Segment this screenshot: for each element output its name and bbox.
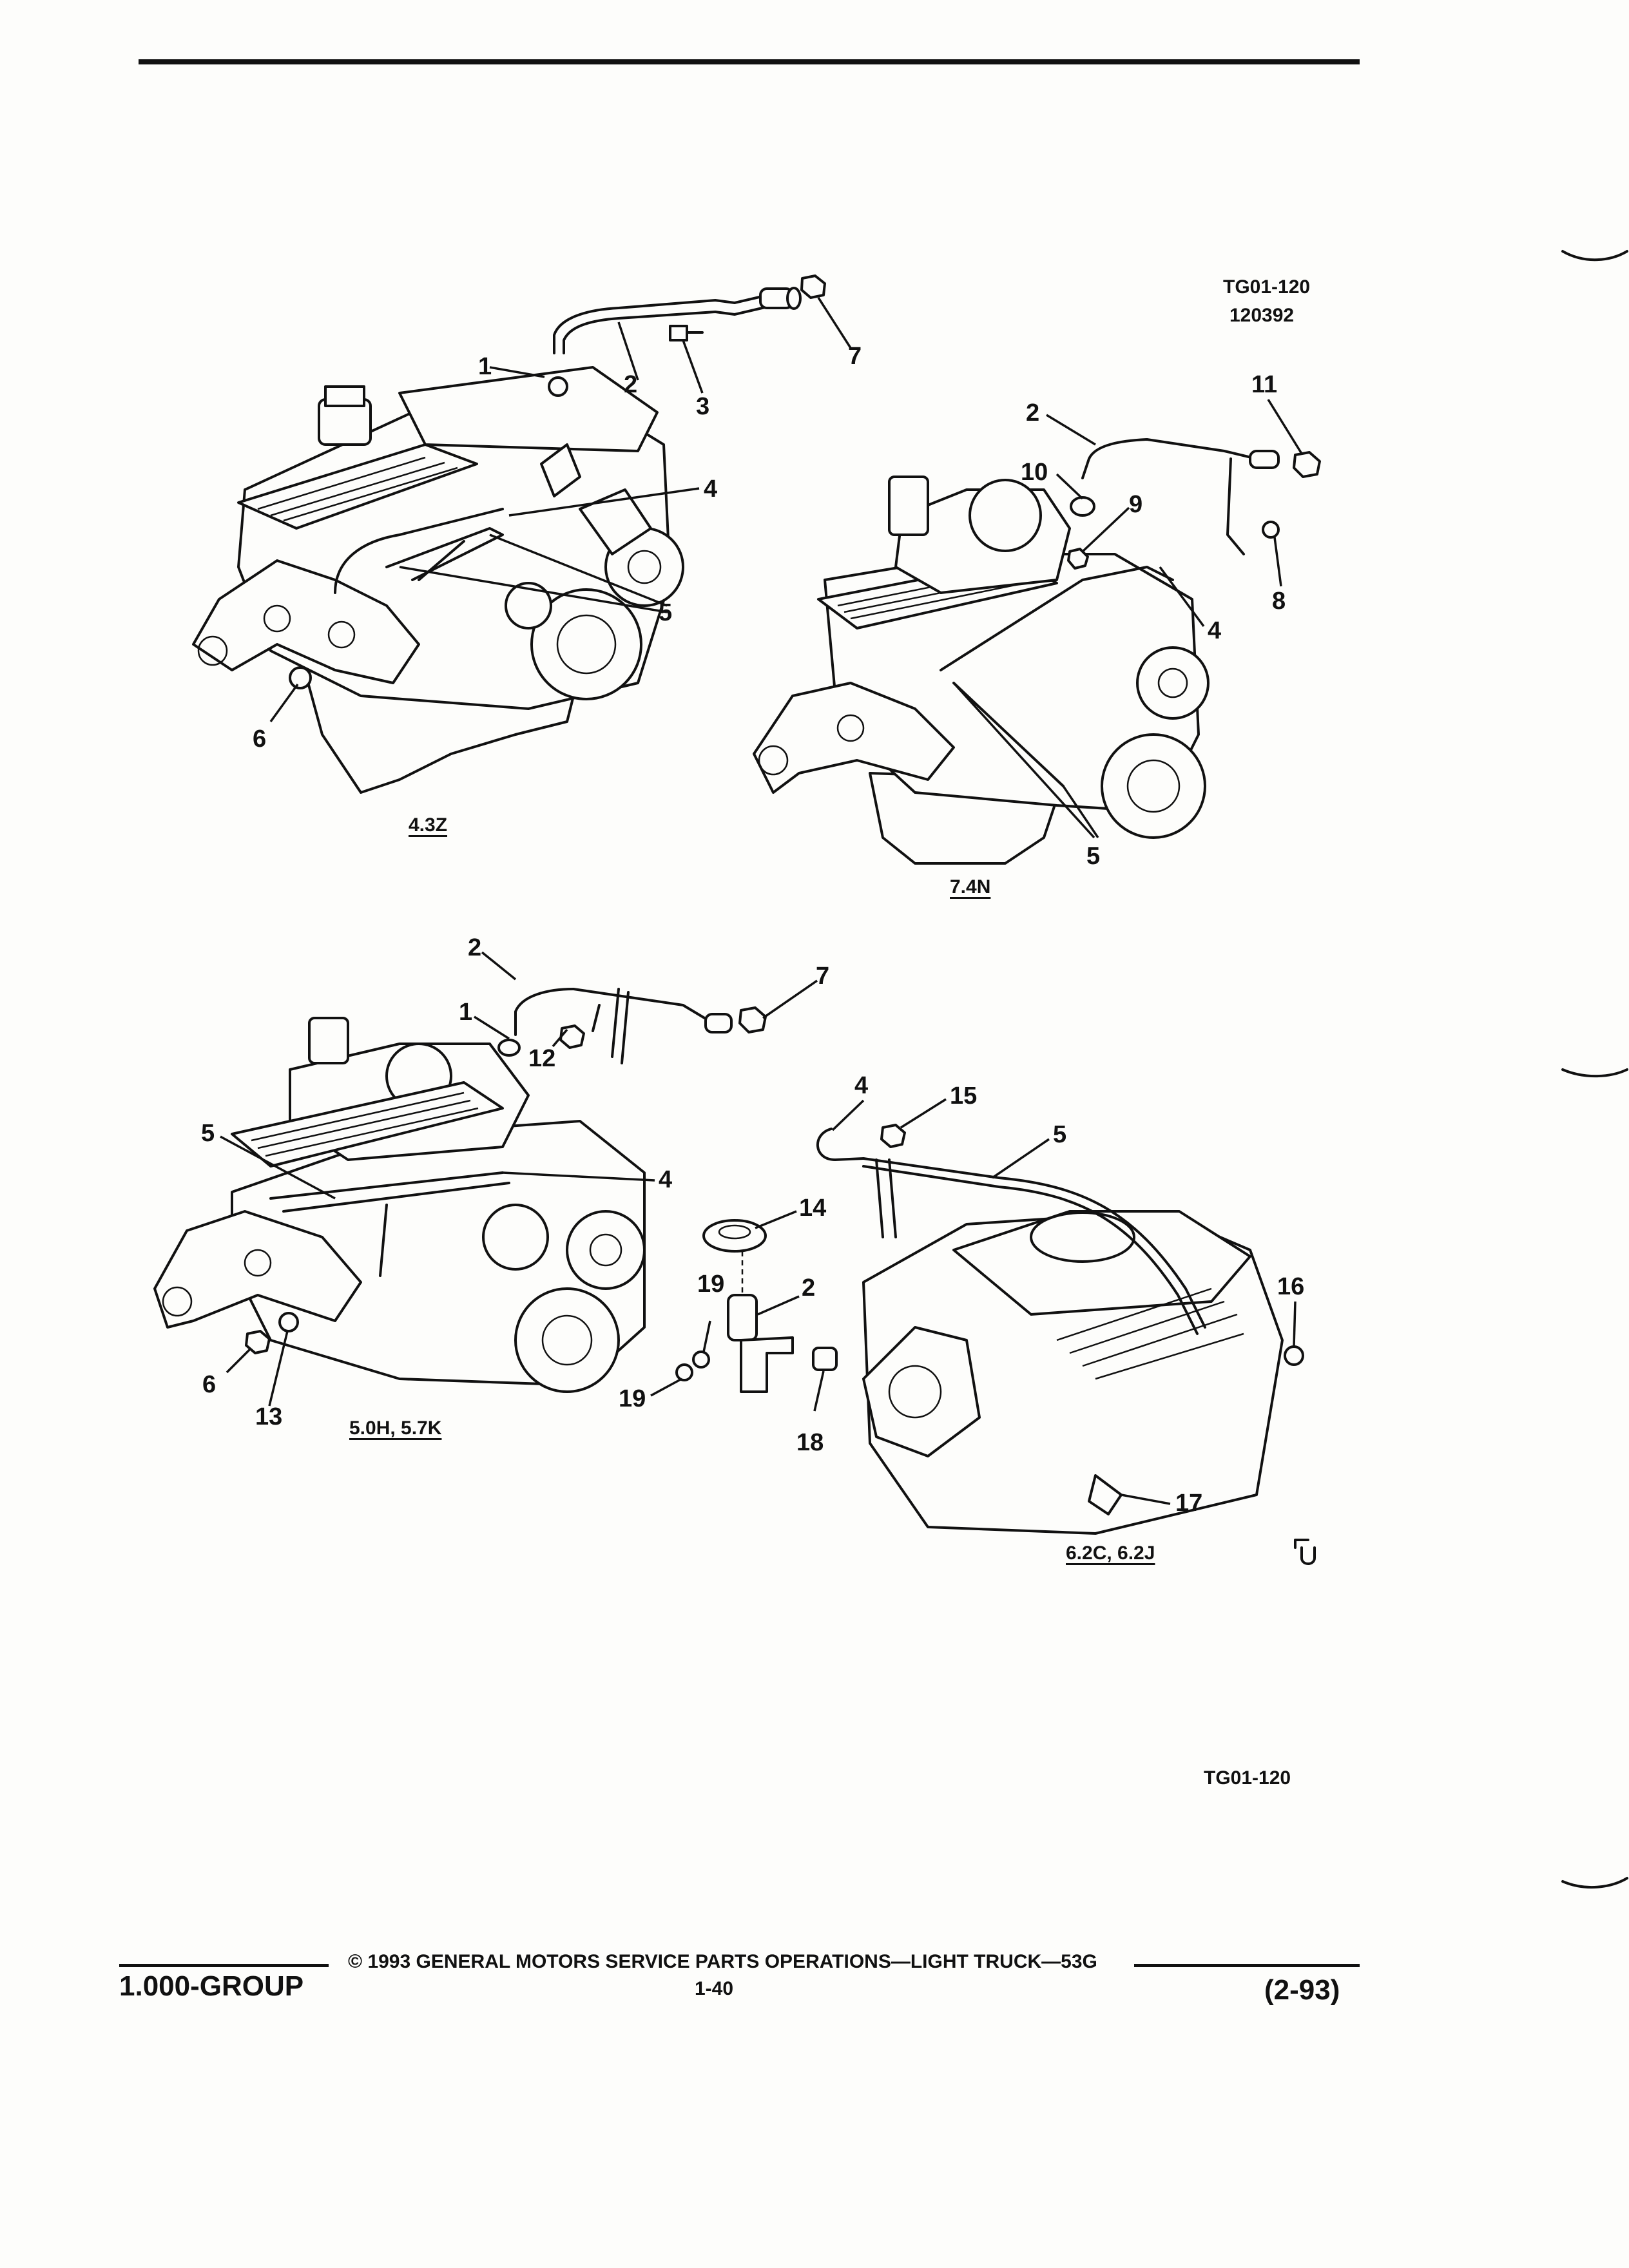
callout-label: 2 xyxy=(468,934,482,961)
callout-label: 6 xyxy=(202,1371,217,1398)
callout-label: 5 xyxy=(1086,843,1101,870)
footer-group: 1.000-GROUP xyxy=(119,1970,304,2002)
callout-label: 8 xyxy=(1272,588,1286,615)
engine-4-3z-drawing xyxy=(192,274,852,794)
view-caption-7-4n: 7.4N xyxy=(950,876,991,898)
callout-label: 4 xyxy=(854,1072,869,1099)
footer-rule-left xyxy=(119,1964,329,1967)
callout-label: 11 xyxy=(1251,371,1278,398)
callout-label: 3 xyxy=(696,393,710,420)
engine-6-2c-6-2j-drawing xyxy=(650,1098,1304,1535)
callout-label: 5 xyxy=(201,1120,215,1147)
callout-label: 6 xyxy=(253,726,267,753)
callout-label: 5 xyxy=(1053,1121,1067,1148)
view-caption-4-3z: 4.3Z xyxy=(409,814,448,836)
figure-code: TG01-120 xyxy=(1223,276,1311,298)
callout-label: 19 xyxy=(619,1385,646,1412)
callout-label: 13 xyxy=(255,1403,283,1430)
callout-label: 2 xyxy=(624,371,638,398)
engine-5-0h-5-7k-drawing xyxy=(153,951,818,1407)
callout-label: 1 xyxy=(478,353,492,380)
callout-label: 5 xyxy=(659,599,673,626)
callout-label: 7 xyxy=(848,343,862,370)
figure-date: 120392 xyxy=(1229,305,1295,326)
callout-label: 16 xyxy=(1277,1273,1305,1300)
callout-label: 4 xyxy=(704,476,718,503)
callout-label: 19 xyxy=(697,1271,725,1298)
callout-label: 12 xyxy=(528,1045,556,1072)
footer-page-number: 1-40 xyxy=(695,1978,734,1999)
top-rule xyxy=(139,59,1360,64)
callout-label: 2 xyxy=(1026,399,1040,427)
callout-label: 14 xyxy=(799,1195,827,1222)
callout-label: 15 xyxy=(950,1082,978,1110)
footer-rule-right xyxy=(1134,1964,1360,1967)
callout-label: 10 xyxy=(1021,459,1048,486)
view-caption-6-2c-6-2j: 6.2C, 6.2J xyxy=(1066,1542,1155,1564)
engine-7-4n-drawing xyxy=(753,399,1321,865)
callout-label: 4 xyxy=(1208,617,1222,644)
callout-label: 17 xyxy=(1175,1490,1203,1517)
footer-revision: (2-93) xyxy=(1264,1974,1340,2006)
figure-code-bottom: TG01-120 xyxy=(1204,1767,1291,1789)
callout-label: 2 xyxy=(802,1274,816,1302)
callout-label: 7 xyxy=(816,963,830,990)
callout-label: 9 xyxy=(1129,491,1143,518)
footer-copyright: © 1993 GENERAL MOTORS SERVICE PARTS OPER… xyxy=(348,1951,1097,1972)
view-caption-5-0h-5-7k: 5.0H, 5.7K xyxy=(349,1418,442,1439)
callout-label: 4 xyxy=(659,1166,673,1193)
callout-label: 18 xyxy=(796,1429,824,1456)
callout-label: 1 xyxy=(459,999,473,1026)
